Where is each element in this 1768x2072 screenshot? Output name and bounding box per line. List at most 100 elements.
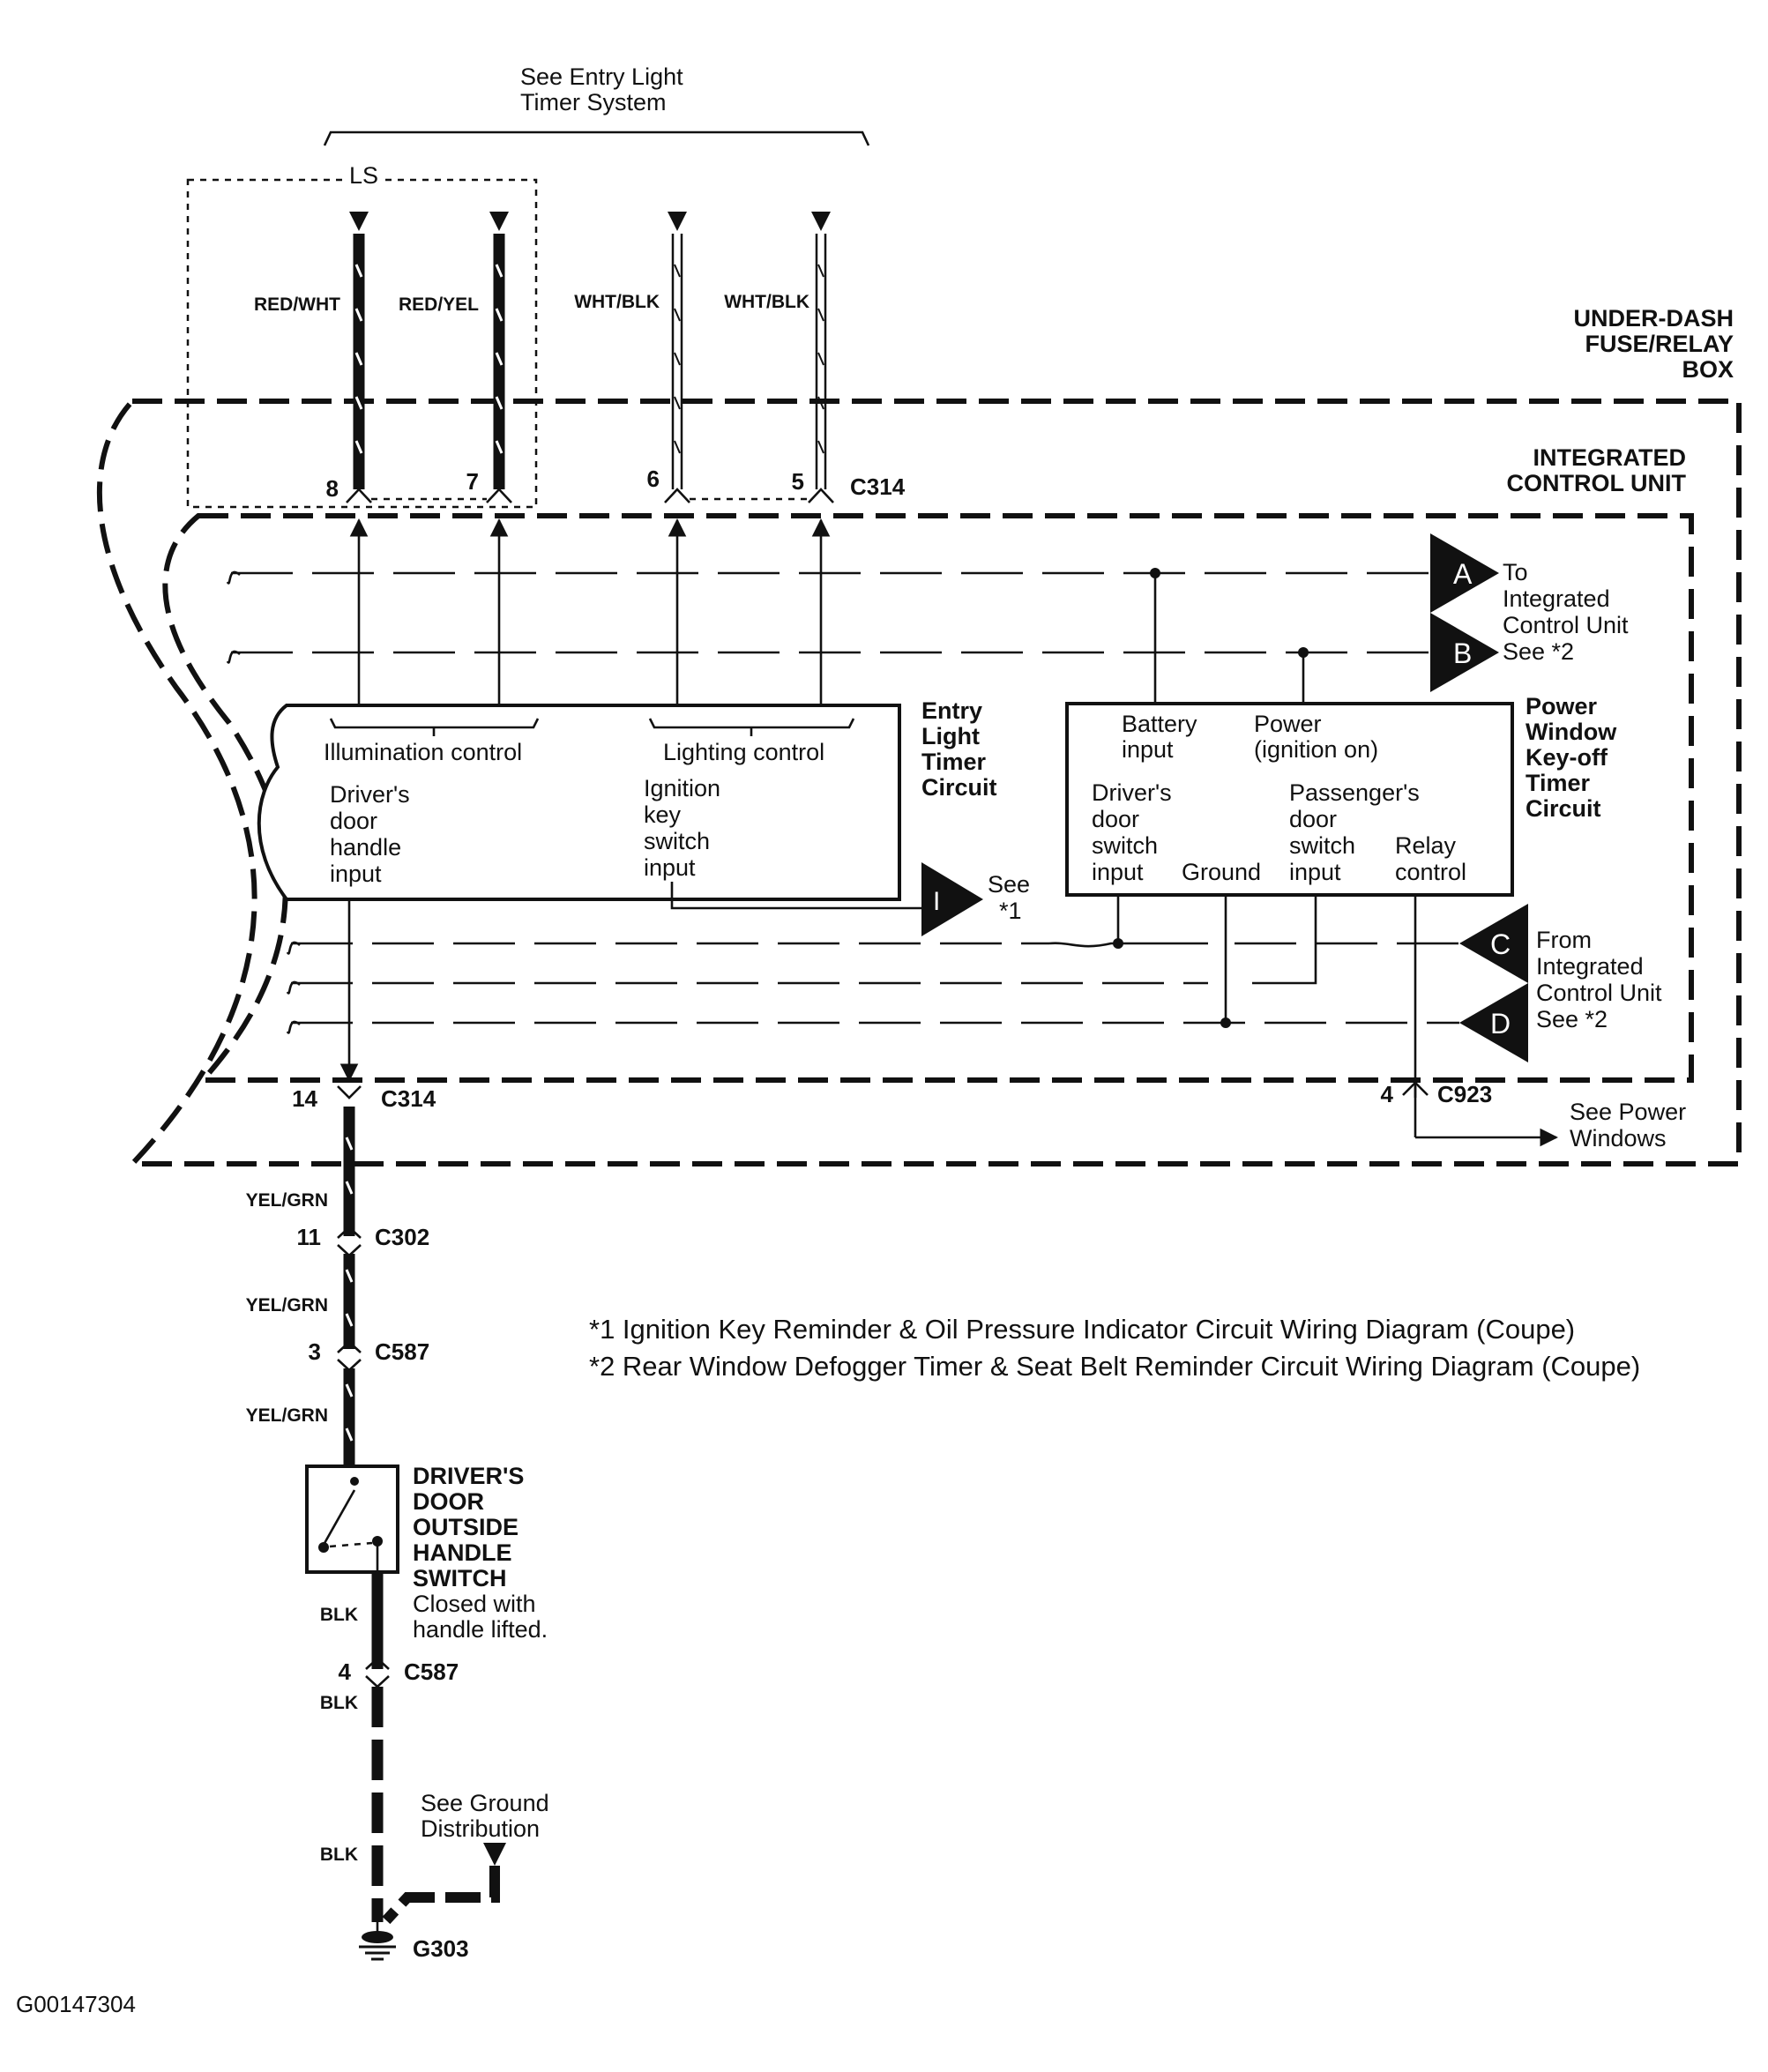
- svg-text:Timer: Timer: [921, 749, 987, 775]
- figure-id: G00147304: [16, 1991, 136, 2017]
- svg-text:BLK: BLK: [320, 1605, 358, 1625]
- svg-text:Timer: Timer: [1526, 770, 1591, 796]
- svg-text:Power: Power: [1526, 693, 1598, 719]
- svg-text:Integrated: Integrated: [1536, 953, 1644, 980]
- svg-text:Relay: Relay: [1395, 832, 1457, 859]
- svg-text:Distribution: Distribution: [421, 1815, 540, 1842]
- svg-text:From: From: [1536, 927, 1592, 953]
- ground-distribution-ref: See Ground Distribution: [421, 1790, 549, 1842]
- lower-bus-lines: [286, 895, 1459, 1098]
- svg-text:Light: Light: [921, 723, 980, 749]
- footnotes: *1 Ignition Key Reminder & Oil Pressure …: [589, 1314, 1640, 1382]
- wire-red-yel: RED/YEL 7: [399, 212, 512, 503]
- svg-text:To: To: [1503, 559, 1528, 585]
- svg-text:Lighting control: Lighting control: [663, 739, 824, 765]
- svg-text:Windows: Windows: [1570, 1125, 1667, 1152]
- svg-text:Passenger's: Passenger's: [1289, 779, 1420, 806]
- svg-text:4: 4: [1381, 1081, 1394, 1107]
- svg-text:Driver's: Driver's: [330, 781, 410, 808]
- svg-text:C302: C302: [375, 1224, 429, 1250]
- svg-text:handle: handle: [330, 834, 401, 861]
- wire-red-wht: RED/WHT 8: [254, 212, 372, 503]
- svg-text:HANDLE: HANDLE: [413, 1539, 512, 1566]
- lower-wire-chain: 14 C314 YEL/GRN 11 C302 YEL/GRN 3 C587 Y…: [246, 1085, 436, 1465]
- svg-text:DRIVER'S: DRIVER'S: [413, 1463, 524, 1489]
- entry-light-outputs: [349, 518, 831, 705]
- svg-text:Power: Power: [1254, 711, 1322, 737]
- icu-title: INTEGRATED CONTROL UNIT: [1507, 444, 1687, 496]
- svg-text:INTEGRATED: INTEGRATED: [1533, 444, 1687, 471]
- svg-text:6: 6: [647, 466, 660, 492]
- power-window-timer-box: Battery input Power (ignition on) Driver…: [1065, 702, 1514, 897]
- svg-text:*1: *1: [999, 898, 1022, 924]
- svg-text:YEL/GRN: YEL/GRN: [246, 1405, 328, 1426]
- svg-text:Control Unit: Control Unit: [1536, 980, 1662, 1006]
- svg-text:Driver's: Driver's: [1092, 779, 1172, 806]
- svg-text:Ignition: Ignition: [644, 775, 720, 801]
- footnote-1: *1 Ignition Key Reminder & Oil Pressure …: [589, 1314, 1575, 1345]
- power-window-title: Power Window Key-off Timer Circuit: [1526, 693, 1617, 822]
- svg-text:Window: Window: [1526, 719, 1617, 745]
- svg-text:4: 4: [339, 1658, 352, 1685]
- svg-text:BOX: BOX: [1682, 356, 1734, 383]
- svg-text:Key-off: Key-off: [1526, 744, 1608, 771]
- svg-text:Illumination control: Illumination control: [324, 739, 522, 765]
- svg-text:door: door: [1289, 806, 1337, 832]
- svg-text:CONTROL UNIT: CONTROL UNIT: [1507, 470, 1687, 496]
- ls-box: LS: [186, 162, 538, 509]
- svg-text:Control Unit: Control Unit: [1503, 612, 1629, 638]
- svg-text:input: input: [1289, 859, 1341, 885]
- svg-text:input: input: [330, 861, 382, 887]
- svg-text:Entry: Entry: [921, 697, 982, 724]
- svg-text:(ignition on): (ignition on): [1254, 736, 1378, 763]
- ls-label: LS: [349, 162, 378, 189]
- wire-wht-blk-1: WHT/BLK 6: [574, 212, 690, 503]
- see-power-windows: See Power Windows: [1570, 1099, 1686, 1152]
- terminal-b: B: [1430, 613, 1499, 692]
- door-handle-switch: [305, 1465, 399, 1574]
- svg-text:See *2: See *2: [1503, 638, 1574, 665]
- svg-text:SWITCH: SWITCH: [413, 1565, 506, 1591]
- svg-text:door: door: [1092, 806, 1139, 832]
- svg-text:See Power: See Power: [1570, 1099, 1686, 1125]
- svg-text:C587: C587: [404, 1658, 459, 1685]
- svg-text:UNDER-DASH: UNDER-DASH: [1574, 305, 1734, 332]
- svg-text:switch: switch: [1092, 832, 1158, 859]
- svg-text:switch: switch: [1289, 832, 1355, 859]
- svg-text:C923: C923: [1437, 1081, 1492, 1107]
- svg-text:OUTSIDE: OUTSIDE: [413, 1514, 518, 1540]
- terminal-i: I: [670, 862, 983, 936]
- svg-text:WHT/BLK: WHT/BLK: [574, 292, 660, 312]
- svg-text:input: input: [644, 854, 696, 881]
- svg-text:control: control: [1395, 859, 1466, 885]
- svg-text:C: C: [1490, 928, 1511, 960]
- svg-text:14: 14: [292, 1085, 317, 1112]
- svg-text:C587: C587: [375, 1338, 429, 1365]
- ground-wire-chain: BLK 4 C587 BLK BLK G303: [320, 1572, 506, 1962]
- svg-text:Closed with: Closed with: [413, 1591, 536, 1617]
- footnote-2: *2 Rear Window Defogger Timer & Seat Bel…: [589, 1351, 1640, 1382]
- svg-text:See *2: See *2: [1536, 1006, 1608, 1032]
- svg-text:BLK: BLK: [320, 1693, 358, 1713]
- svg-text:See Entry Light: See Entry Light: [520, 63, 683, 90]
- svg-text:3: 3: [309, 1338, 321, 1365]
- svg-text:switch: switch: [644, 828, 710, 854]
- svg-text:input: input: [1122, 736, 1174, 763]
- svg-text:Circuit: Circuit: [1526, 795, 1601, 822]
- svg-text:handle lifted.: handle lifted.: [413, 1616, 548, 1643]
- c923-connector: 4 C923: [1381, 1081, 1559, 1147]
- svg-text:Timer System: Timer System: [520, 89, 667, 116]
- svg-text:FUSE/RELAY: FUSE/RELAY: [1585, 331, 1734, 357]
- svg-text:key: key: [644, 801, 682, 828]
- terminal-c: C: [1459, 904, 1528, 983]
- svg-text:YEL/GRN: YEL/GRN: [246, 1190, 328, 1211]
- svg-text:I: I: [933, 887, 940, 916]
- switch-label: DRIVER'S DOOR OUTSIDE HANDLE SWITCH Clos…: [413, 1463, 548, 1643]
- to-icu-label: To Integrated Control Unit See *2: [1503, 559, 1629, 665]
- see-note-1: See *1: [988, 871, 1030, 924]
- from-icu-label: From Integrated Control Unit See *2: [1536, 927, 1662, 1032]
- svg-text:door: door: [330, 808, 377, 834]
- svg-text:8: 8: [326, 475, 339, 502]
- svg-text:B: B: [1453, 637, 1472, 669]
- fuse-relay-box-boundary: [96, 399, 1742, 1166]
